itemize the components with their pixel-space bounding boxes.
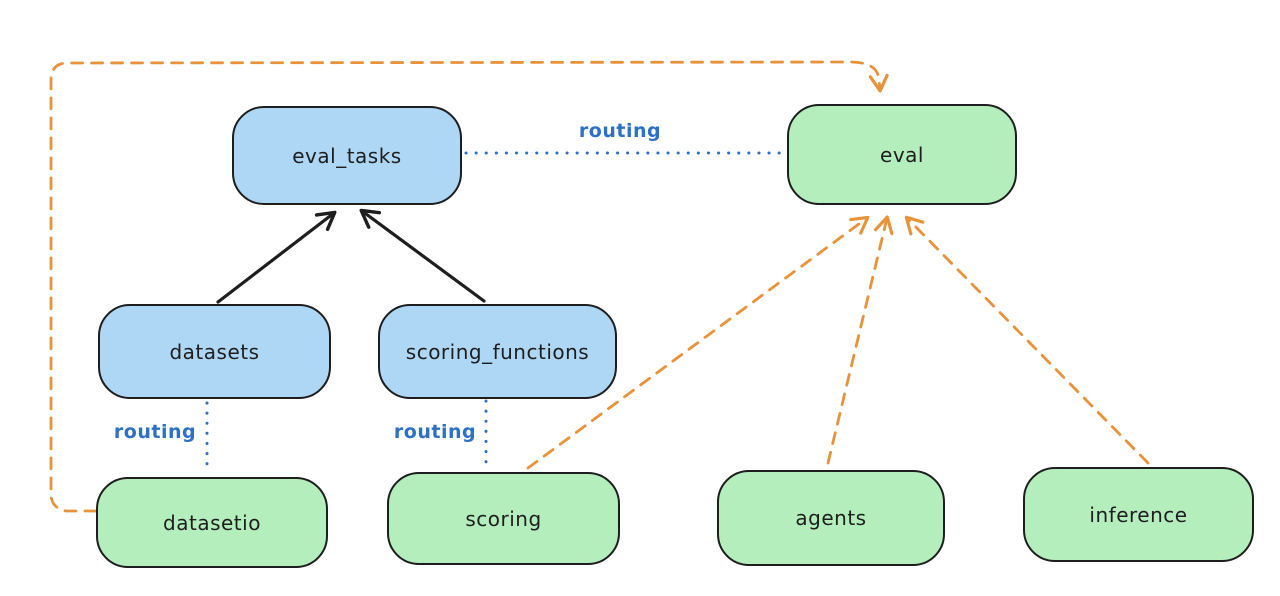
edge-scoring-eval — [526, 215, 870, 470]
routing-label-left: routing — [113, 421, 197, 443]
node-datasetio-label: datasetio — [163, 510, 261, 535]
edge-datasetio-eval — [49, 60, 889, 513]
node-eval: eval — [787, 104, 1017, 205]
edge-agents-eval — [826, 215, 894, 465]
node-scoring: scoring — [387, 472, 620, 565]
edge-inference-eval — [904, 215, 1150, 465]
routing-label-middle: routing — [393, 421, 477, 443]
node-scoring-functions-label: scoring_functions — [405, 339, 590, 364]
node-scoring-functions: scoring_functions — [378, 304, 617, 399]
node-agents: agents — [717, 470, 945, 566]
node-inference-label: inference — [1089, 502, 1188, 527]
routing-label-top: routing — [578, 120, 662, 142]
node-datasetio: datasetio — [96, 477, 328, 568]
node-datasets: datasets — [98, 304, 331, 399]
edge-datasets-eval-tasks — [216, 210, 337, 304]
node-datasets-label: datasets — [169, 339, 260, 364]
edge-scoring-functions-eval-tasks — [359, 208, 486, 303]
node-inference: inference — [1023, 467, 1254, 562]
node-eval-tasks: eval_tasks — [232, 106, 462, 205]
node-eval-label: eval — [880, 142, 924, 167]
node-eval-tasks-label: eval_tasks — [292, 143, 402, 168]
node-scoring-label: scoring — [465, 506, 542, 531]
node-agents-label: agents — [795, 506, 867, 530]
